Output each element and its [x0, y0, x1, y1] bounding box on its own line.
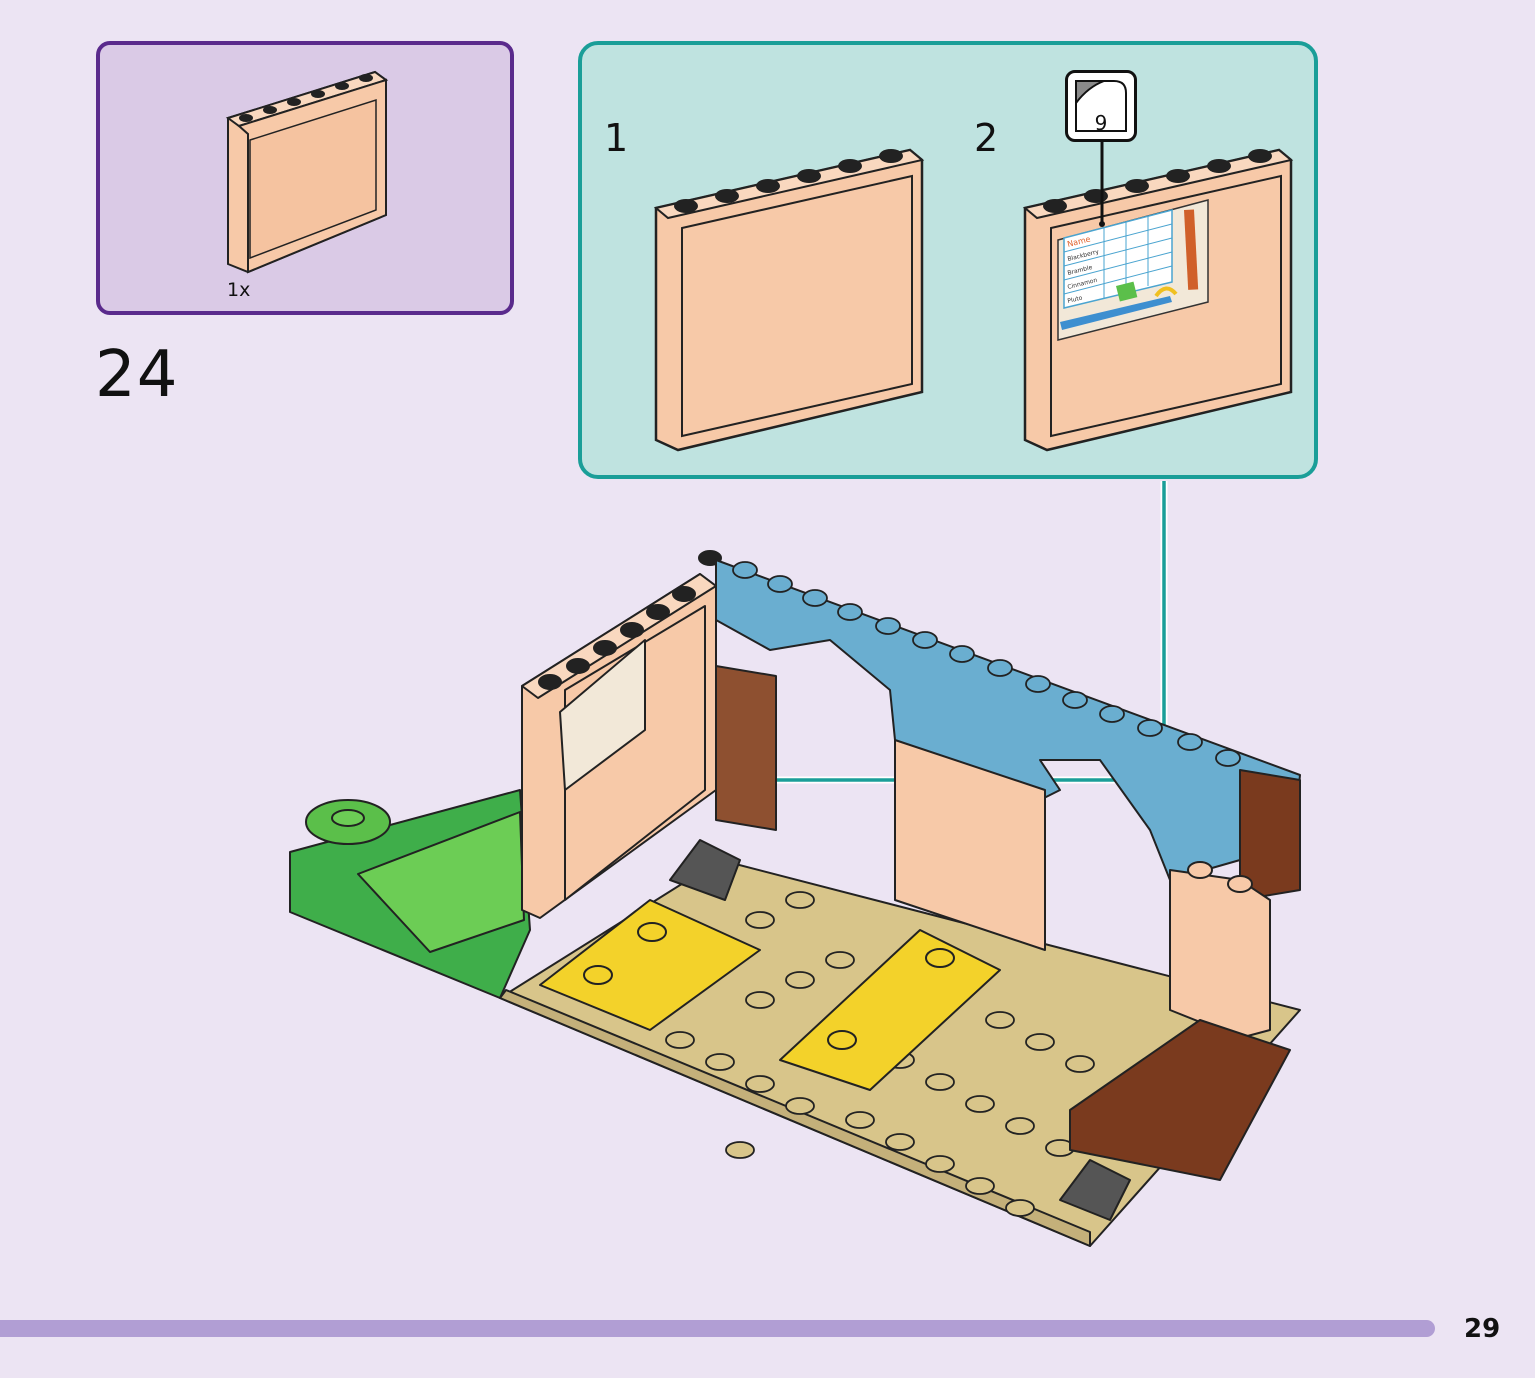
page-number: 29: [1464, 1314, 1501, 1344]
substep-box: [578, 41, 1318, 479]
footer-progress-bar: [0, 1320, 1435, 1337]
substep-1-number: 1: [604, 116, 629, 160]
sticker-number: 9: [1094, 111, 1108, 135]
main-model-icon: [289, 550, 1301, 1247]
substep-2-number: 2: [974, 116, 999, 160]
sticker-callout: 9: [1065, 70, 1137, 142]
step-number: 24: [95, 338, 179, 412]
sticker-icon: [1075, 80, 1127, 132]
assembly-arrow-icon: [728, 481, 1166, 782]
parts-list-box: [96, 41, 514, 315]
part-quantity: 1x: [227, 279, 251, 301]
